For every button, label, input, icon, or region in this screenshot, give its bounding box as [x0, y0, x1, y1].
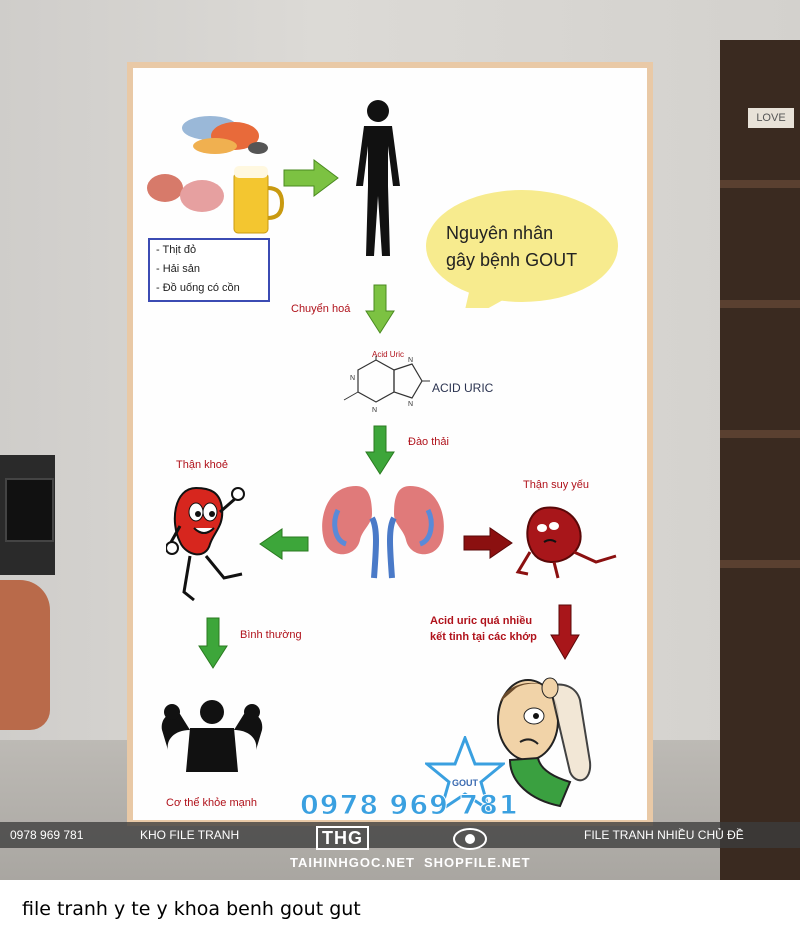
- food-item: - Hải sản: [156, 263, 201, 275]
- mussel-icon: [248, 142, 268, 154]
- label-binh-thuong: Bình thường: [240, 629, 302, 641]
- uric-acid-structure: N N N N: [343, 356, 430, 414]
- svg-text:N: N: [408, 357, 413, 364]
- label-than-suy-yeu: Thận suy yếu: [523, 479, 590, 491]
- caption-area: [0, 880, 800, 942]
- site-taihinhgoc: TAIHINHGOC.NET: [290, 855, 415, 870]
- label-chuyen-hoa: Chuyển hoá: [291, 303, 351, 315]
- meat-icon: [147, 174, 183, 202]
- shelf-board: [720, 300, 800, 308]
- chair: [0, 580, 50, 730]
- shelf-board: [720, 180, 800, 188]
- food-illustration: [147, 116, 285, 234]
- beer-icon: [233, 172, 269, 234]
- footer-right-text: FILE TRANH NHIỀU CHỦ ĐỀ: [584, 828, 744, 842]
- shrimp-icon: [193, 138, 237, 154]
- thg-logo: THG: [316, 826, 369, 850]
- arrow-down-icon: [365, 284, 395, 334]
- title-line1: Nguyên nhân: [446, 223, 554, 243]
- shelf-sign: LOVE: [748, 108, 794, 128]
- arrow-right-icon: [463, 527, 513, 559]
- svg-text:N: N: [408, 401, 413, 408]
- shelf-board: [720, 560, 800, 568]
- arrow-down-icon: [198, 617, 228, 669]
- site-shopfile: SHOPFILE.NET: [424, 855, 531, 870]
- svg-text:N: N: [350, 375, 355, 382]
- gout-star-label: GOUT: [452, 778, 478, 788]
- title-bubble: [426, 190, 618, 308]
- svg-text:N: N: [372, 407, 377, 414]
- acid-uric-small-label: Acid Uric: [372, 350, 405, 359]
- arrow-down-icon: [365, 425, 395, 475]
- label-than-khoe: Thận khoẻ: [176, 459, 228, 471]
- arrow-right-icon: [283, 159, 339, 197]
- gout-star-icon: [425, 736, 505, 814]
- image-caption: file tranh y te y khoa benh gout gut: [22, 898, 361, 920]
- food-item: - Thịt đỏ: [156, 244, 197, 256]
- shelf-board: [720, 430, 800, 438]
- footer-phone: 0978 969 781: [10, 828, 84, 842]
- footer-kho-file: KHO FILE TRANH: [140, 828, 240, 842]
- title-line2: gây bệnh GOUT: [446, 250, 578, 270]
- human-silhouette-icon: [356, 100, 400, 256]
- watermark-phone: 0978 969 781: [300, 790, 519, 822]
- shelf: [720, 40, 800, 880]
- label-dao-thai: Đào thải: [408, 436, 449, 448]
- label-acid-qua-nhieu-1: Acid uric quá nhiều: [430, 615, 533, 627]
- beer-handle: [267, 186, 285, 220]
- weak-kidney-character-icon: [515, 506, 617, 579]
- oven-window: [5, 478, 54, 542]
- acid-uric-label: ACID URIC: [432, 381, 494, 395]
- food-item: - Đồ uống có cồn: [156, 282, 240, 294]
- arrow-left-icon: [259, 528, 309, 560]
- label-acid-qua-nhieu-2: kết tinh tại các khớp: [430, 631, 537, 643]
- meat-icon: [180, 180, 224, 212]
- food-list-box: [148, 238, 270, 302]
- healthy-kidney-character-icon: [166, 486, 245, 602]
- arrow-down-icon: [550, 604, 580, 660]
- beer-foam: [234, 166, 268, 178]
- watermark-bar: [0, 822, 800, 848]
- strong-body-silhouette-icon: [161, 700, 263, 772]
- eye-logo-icon: [453, 828, 487, 850]
- diagram-title: Nguyên nhân gây bệnh GOUT: [446, 220, 616, 274]
- gout-patient-icon: [497, 677, 592, 808]
- kidneys-icon: [322, 486, 444, 579]
- label-co-the-khoe-manh: Cơ thể khỏe mạnh: [166, 797, 257, 809]
